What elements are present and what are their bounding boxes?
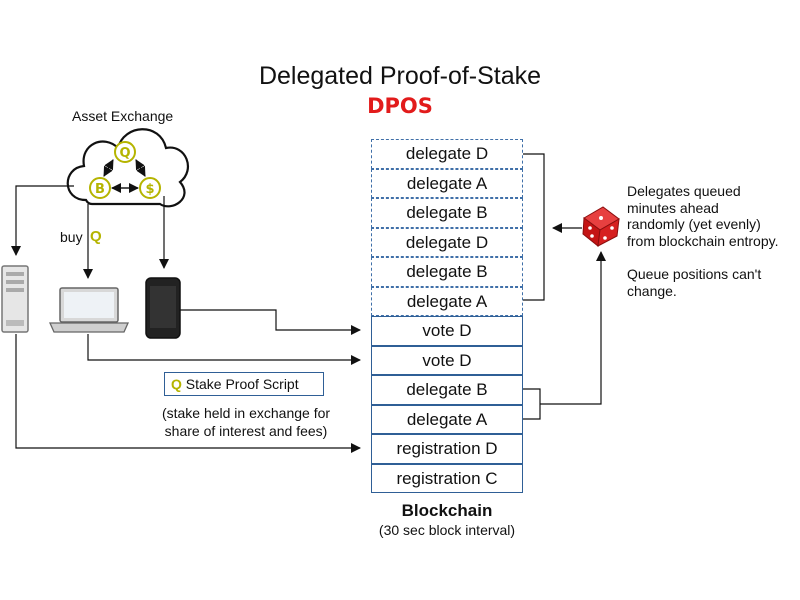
queued-block: delegate B [371, 257, 523, 287]
exchange-label: Asset Exchange [72, 108, 174, 124]
chain-block: vote D [371, 345, 523, 375]
dollar-icon: $ [139, 177, 161, 199]
chain-block: delegate A [371, 404, 523, 434]
queue-bracket [523, 153, 545, 301]
queue-note-line6: change. [627, 282, 677, 299]
dollar-label: $ [145, 182, 154, 197]
server-icon [1, 265, 29, 333]
chain-block: registration D [371, 434, 523, 464]
queue-note-line1: Delegates queued [627, 183, 741, 199]
queue-note-positions: Queue positions can't change. [627, 266, 797, 299]
queue-note-line5: Queue positions can't [627, 266, 762, 282]
laptop-icon [48, 287, 130, 333]
arrow-exchange-to-server [11, 185, 74, 256]
coin-q-icon: Q [114, 141, 136, 163]
stake-script-label: Stake Proof Script [185, 376, 299, 392]
exchange-arrows [103, 159, 146, 193]
blockchain-title: Blockchain [401, 501, 493, 520]
queued-block: delegate B [371, 198, 523, 228]
diagram-title: Delegated Proof-of-Stake [258, 62, 542, 90]
dice-icon [582, 206, 620, 247]
arrow-laptop-to-vote [87, 334, 361, 365]
queued-block: delegate D [371, 139, 523, 169]
queue-note: Delegates queued minutes ahead randomly … [627, 183, 797, 249]
queued-block: delegate D [371, 227, 523, 257]
queue-note-line2: minutes ahead [627, 199, 719, 216]
queued-block: delegate A [371, 286, 523, 316]
stake-proof-script: Q Stake Proof Script [164, 372, 324, 396]
cloud-icon [66, 128, 190, 208]
arrow-server-to-registration [15, 334, 361, 453]
buy-label: buy [60, 229, 83, 245]
entropy-bracket [523, 388, 541, 420]
coin-q-label: Q [119, 146, 130, 161]
queued-block: delegate A [371, 168, 523, 198]
chain-block: vote D [371, 316, 523, 346]
chain-block: delegate B [371, 375, 523, 405]
arrow-phone-to-vote [180, 309, 361, 335]
bitcoin-label: B [95, 182, 105, 197]
stake-note-line2: share of interest and fees) [164, 423, 328, 439]
phone-icon [145, 277, 181, 339]
stake-note-line1: (stake held in exchange for [161, 405, 331, 421]
buy-coin-icon: Q [90, 228, 102, 245]
diagram-subtitle: DPOS [367, 94, 433, 118]
chain-block: registration C [371, 463, 523, 493]
stake-coin-icon: Q [171, 376, 182, 392]
queue-note-line3: randomly (yet evenly) [627, 216, 761, 232]
queue-note-line4: from blockchain entropy. [627, 232, 779, 249]
arrow-entropy-to-dice [540, 251, 606, 405]
bitcoin-icon: B [89, 177, 111, 199]
blockchain-subtitle: (30 sec block interval) [378, 522, 516, 538]
stake-note: (stake held in exchange for share of int… [148, 404, 344, 440]
